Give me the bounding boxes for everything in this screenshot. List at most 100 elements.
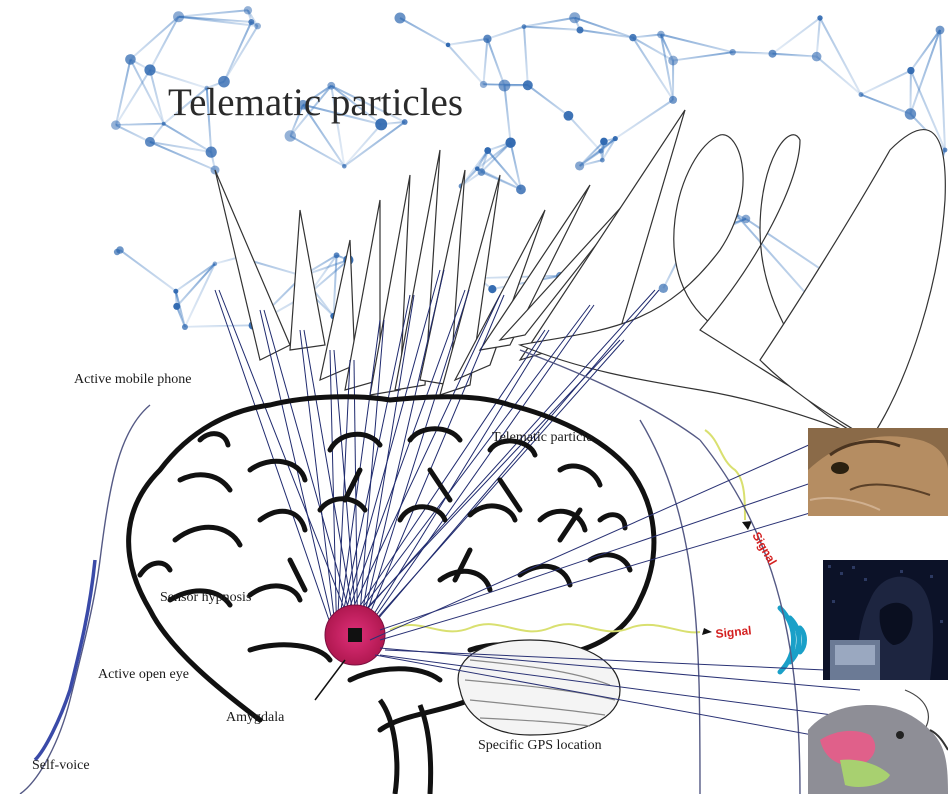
network-link [116, 59, 131, 125]
network-link [911, 30, 940, 71]
label-sensor-hypnosis: Sensor hypnosis [160, 590, 251, 606]
network-node [254, 23, 261, 30]
network-link [185, 325, 253, 327]
network-node [144, 64, 155, 75]
network-link [575, 18, 633, 38]
label-specific-gps-location: Specific GPS location [478, 738, 602, 754]
network-node [145, 137, 155, 147]
network-node [569, 12, 580, 23]
network-link [861, 95, 910, 114]
signal-wave-lower [390, 624, 700, 632]
network-node [213, 262, 218, 267]
network-node [116, 246, 124, 254]
signal-label-upper: Signal [749, 530, 779, 568]
telematic-cones [215, 110, 945, 440]
network-node [499, 80, 511, 92]
network-node [285, 130, 296, 141]
dog-brain-photo [808, 705, 948, 794]
left-blue-arc [35, 560, 95, 760]
network-link [817, 57, 861, 95]
label-amygdala: Amygdala [226, 710, 284, 726]
network-node [488, 285, 496, 293]
network-link [224, 26, 258, 82]
network-node [564, 111, 574, 121]
network-node [483, 35, 491, 43]
signal-label-lower: Signal [715, 623, 752, 641]
network-node [729, 49, 735, 55]
network-node [629, 34, 636, 41]
network-node [334, 252, 340, 258]
network-node [505, 137, 515, 147]
diagram-title: Telematic particles [168, 80, 463, 125]
network-node [943, 148, 948, 153]
cat-photo [808, 428, 948, 516]
network-node [657, 31, 665, 39]
network-node [598, 149, 603, 154]
network-link [290, 136, 344, 166]
network-link [224, 22, 251, 82]
network-link [344, 122, 404, 166]
network-node [475, 166, 480, 171]
network-link [344, 124, 381, 166]
network-link [673, 52, 733, 60]
network-node [111, 120, 121, 130]
network-node [516, 185, 526, 195]
network-node [162, 122, 166, 126]
network-link [910, 30, 940, 114]
network-link [633, 35, 661, 38]
network-node [173, 289, 178, 294]
network-node [395, 13, 406, 24]
network-node [173, 303, 180, 310]
brainstem [380, 700, 397, 794]
network-node [600, 138, 608, 146]
network-node [668, 56, 678, 66]
network-node [125, 54, 136, 65]
network-node [936, 26, 945, 35]
network-link [524, 18, 575, 27]
network-link [150, 17, 179, 70]
network-node [907, 67, 914, 74]
network-link [400, 18, 448, 45]
network-link [528, 85, 569, 115]
network-node [905, 108, 916, 119]
network-link [524, 27, 528, 86]
label-active-open-eye: Active open eye [98, 667, 189, 683]
network-link [487, 27, 524, 39]
network-node [446, 43, 451, 48]
network-node [480, 81, 487, 88]
label-active-mobile-phone: Active mobile phone [74, 372, 191, 388]
network-node [182, 324, 188, 330]
network-link [483, 39, 487, 85]
network-node [613, 136, 618, 141]
network-link [817, 18, 820, 57]
network-node [248, 19, 254, 25]
network-node [575, 161, 584, 170]
network-link [116, 125, 150, 142]
network-link [661, 35, 733, 53]
network-link [448, 39, 487, 45]
network-link [130, 17, 178, 60]
network-link [524, 27, 580, 30]
network-node [484, 147, 491, 154]
network-link [487, 39, 504, 86]
network-link [733, 52, 773, 54]
network-node [244, 6, 252, 14]
network-node [669, 96, 677, 104]
network-node [206, 147, 217, 158]
network-link [940, 30, 945, 150]
network-node [768, 50, 776, 58]
network-link [215, 257, 239, 264]
hooded-figure-photo [823, 560, 948, 680]
network-link [772, 54, 816, 57]
network-link [177, 264, 215, 307]
network-link [772, 18, 820, 54]
network-link [477, 143, 510, 169]
network-node [859, 92, 864, 97]
label-telematic-particle: Telematic particle [492, 430, 592, 446]
network-link [179, 10, 248, 16]
network-node [577, 27, 584, 34]
network-node [812, 52, 822, 62]
network-link [120, 250, 176, 291]
network-node [523, 80, 533, 90]
network-link [448, 45, 483, 85]
